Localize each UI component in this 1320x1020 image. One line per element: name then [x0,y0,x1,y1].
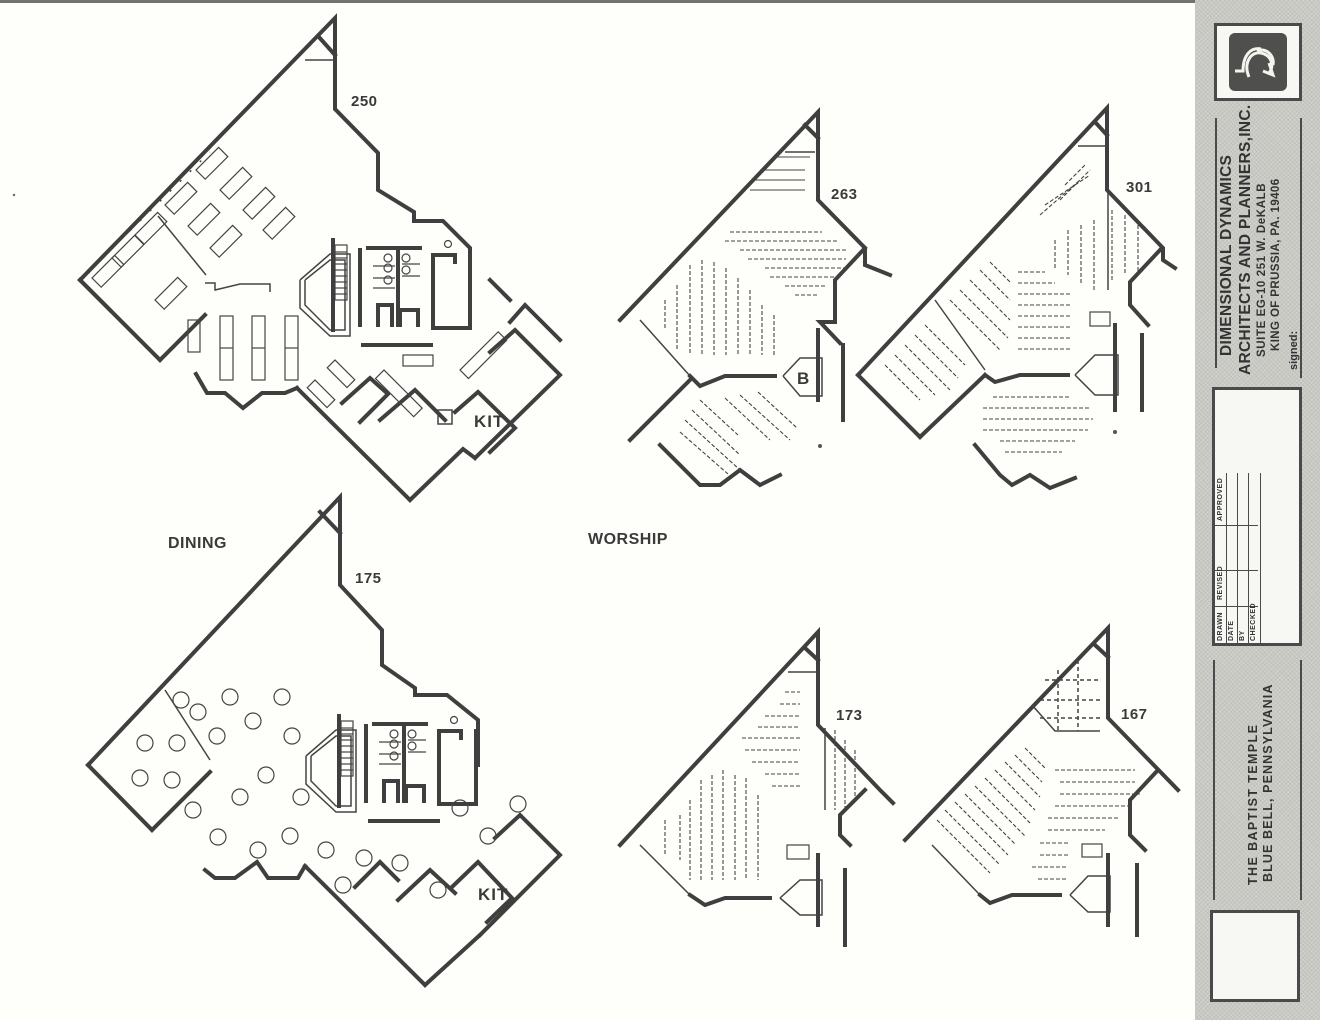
firm-address-line2: KING OF PRUSSIA, PA. 19406 [1270,178,1282,351]
sheet-number-box [1210,910,1300,1002]
divider-line [1213,660,1215,900]
capacity-label-175: 175 [355,570,382,587]
b-label: B [797,369,809,388]
signed-label: signed: [1288,330,1300,370]
firm-name-line2: ARCHITECTS AND PLANNERS,INC. [1237,104,1254,375]
plan-worship-301 [855,102,1178,491]
plan-dining-175 [85,491,563,988]
plan-dining-250 [77,13,563,503]
dimensional-dynamics-logo-icon [1229,33,1287,91]
row-header-by: BY [1239,630,1246,641]
column-header-drawn: DRAWN [1217,612,1224,641]
kitchen-label: KIT [478,885,509,904]
column-header-approved: APPROVED [1217,477,1224,521]
floor-plans-drawing: B [12,13,1181,988]
logo-frame [1214,23,1302,101]
firm-address-line1: SUITE EG-10 251 W. DeKALB [1256,182,1268,357]
project-name: THE BAPTIST TEMPLE [1246,723,1260,885]
divider-line [1300,660,1302,900]
signature-box [1212,387,1302,477]
capacity-label-263: 263 [831,186,858,203]
capacity-label-250: 250 [351,93,378,110]
capacity-label-167: 167 [1121,706,1148,723]
plan-worship-173 [617,626,896,947]
row-header-checked: CHECKED [1250,602,1257,641]
plan-worship-167 [902,623,1181,937]
kitchen-label: KIT [474,412,505,431]
project-location: BLUE BELL, PENNSYLVANIA [1261,683,1275,882]
column-header-revised: REVISED [1217,565,1224,600]
section-heading-dining: DINING [168,535,227,552]
revision-table: DRAWN REVISED APPROVED DATE BY CHECKED [1212,473,1302,646]
divider-line [1300,118,1302,378]
plan-worship-263: B [617,106,893,488]
section-heading-worship: WORSHIP [588,531,668,548]
firm-name-line1: DIMENSIONAL DYNAMICS [1218,154,1235,356]
sheet-top-border [0,0,1320,3]
capacity-label-301: 301 [1126,179,1153,196]
divider-line [1215,118,1217,368]
row-header-date: DATE [1228,620,1235,641]
capacity-label-173: 173 [836,707,863,724]
